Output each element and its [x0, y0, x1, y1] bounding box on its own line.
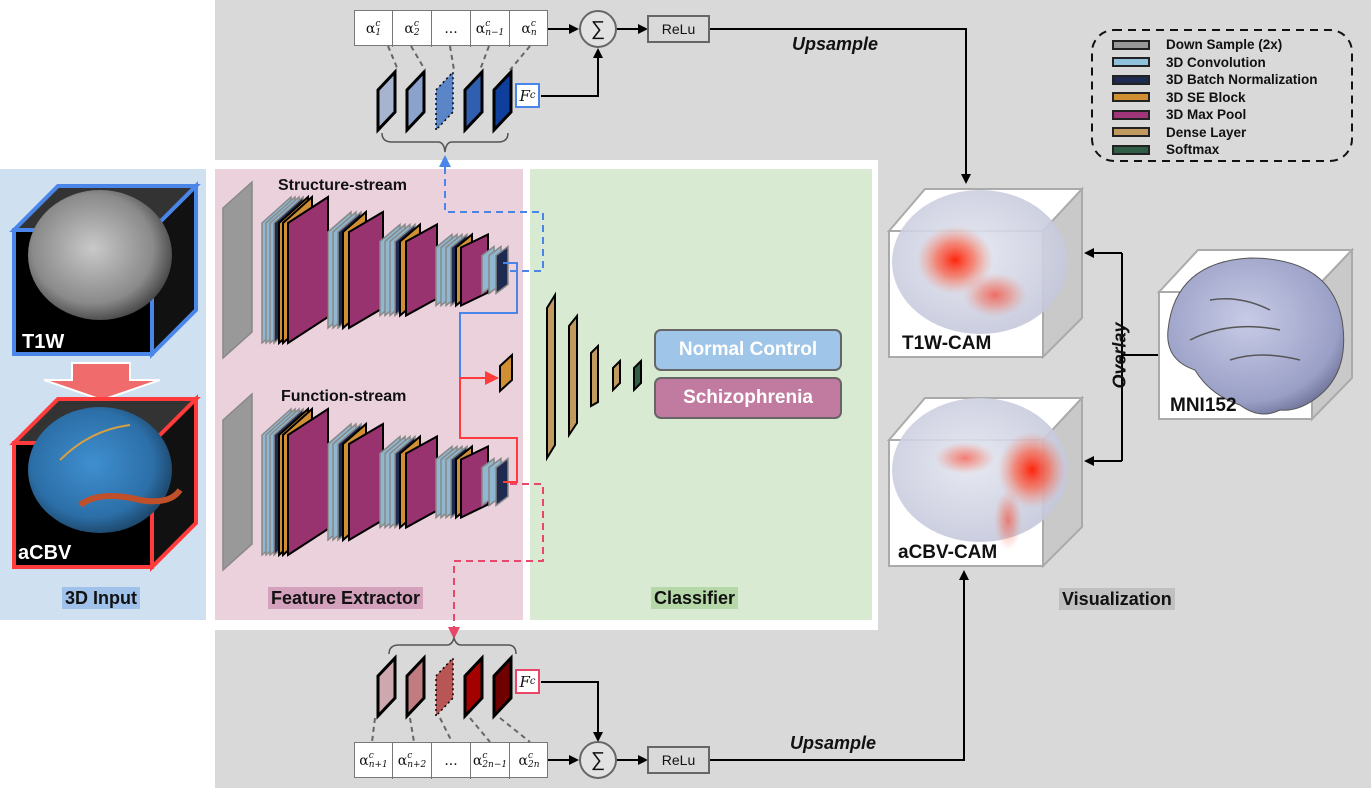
- schizophrenia-output: Schizophrenia: [654, 377, 842, 419]
- structure-stream-layers: [222, 180, 509, 360]
- function-stream-layers: [222, 392, 509, 572]
- mni152-label: MNI152: [1170, 395, 1237, 416]
- acbv-cam-label: aCBV-CAM: [898, 542, 998, 563]
- function-cam-tap: [448, 483, 544, 639]
- classifier-title: Classifier: [651, 587, 739, 609]
- batchnorm-layer: [495, 457, 509, 507]
- mni152-template-cube: [1156, 247, 1355, 422]
- structure-cam-tap: [439, 155, 544, 272]
- batchnorm-swatch-icon: [1112, 74, 1150, 85]
- bottom-upsample-arrow: [710, 570, 969, 761]
- bottom-weight-cell: ...: [432, 743, 471, 779]
- top-upsample-label: Upsample: [792, 34, 879, 54]
- classifier-layers: [546, 291, 642, 462]
- top-feature-to-sum-arrow: [541, 48, 603, 97]
- conv-swatch-icon: [1112, 57, 1150, 68]
- legend-item: Softmax: [1112, 141, 1318, 159]
- top-weight-cell: ...: [432, 11, 471, 47]
- maxpool-layer: [405, 222, 438, 318]
- se-block-swatch-icon: [1112, 92, 1150, 103]
- acbv-input-cube: [9, 394, 201, 572]
- acbv-label: aCBV: [18, 542, 72, 564]
- t1w-brain-image: [28, 190, 172, 320]
- maxpool-layer: [348, 210, 384, 330]
- t1w-label: T1W: [22, 331, 65, 353]
- structure-stream-label: Structure-stream: [278, 177, 407, 194]
- feature-extractor-title: Feature Extractor: [268, 587, 424, 609]
- legend-item: 3D Max Pool: [1112, 106, 1318, 124]
- legend-item: Dense Layer: [1112, 124, 1318, 142]
- dense-swatch-icon: [1112, 127, 1150, 138]
- maxpool-swatch-icon: [1112, 109, 1150, 120]
- batchnorm-layer: [495, 245, 509, 295]
- downsample-layer: [222, 180, 253, 360]
- softmax-layer: [633, 358, 642, 393]
- legend-item: Down Sample (2x): [1112, 36, 1318, 54]
- top-feature-maps: [376, 45, 531, 153]
- function-fusion-line: [459, 371, 518, 483]
- input-panel-title: 3D Input: [62, 587, 140, 609]
- top-sum-node: ∑: [579, 10, 617, 48]
- visualization-title: Visualization: [1059, 588, 1175, 610]
- maxpool-layer: [348, 422, 384, 542]
- function-stream-label: Function-stream: [281, 388, 407, 405]
- downsample-swatch-icon: [1112, 39, 1150, 50]
- legend-item: 3D SE Block: [1112, 89, 1318, 107]
- input-down-arrow: [43, 362, 161, 402]
- t1w-cam-cube: [886, 186, 1085, 360]
- overlay-label: Overlay: [1109, 322, 1130, 389]
- legend-item: 3D Convolution: [1112, 54, 1318, 72]
- dense-layer-2: [568, 313, 578, 439]
- dense-layer-4: [612, 358, 621, 393]
- maxpool-layer: [287, 195, 329, 345]
- legend-item: 3D Batch Normalization: [1112, 71, 1318, 89]
- top-upsample-arrow: [710, 28, 971, 184]
- softmax-swatch-icon: [1112, 144, 1150, 155]
- fusion-se-block: [499, 352, 513, 394]
- normal-control-output: Normal Control: [654, 329, 842, 371]
- acbv-brain-image: [28, 407, 172, 533]
- maxpool-layer: [287, 407, 329, 557]
- legend-border: [1091, 29, 1353, 162]
- legend: Down Sample (2x) 3D Convolution 3D Batch…: [1112, 36, 1318, 159]
- bottom-relu-box: ReLu: [647, 746, 710, 774]
- top-relu-box: ReLu: [647, 15, 710, 43]
- bottom-feature-to-sum-arrow: [541, 681, 603, 742]
- bottom-sum-node: ∑: [579, 741, 617, 779]
- t1w-cam-label: T1W-CAM: [902, 333, 992, 354]
- downsample-layer: [222, 392, 253, 572]
- acbv-cam-cube: [886, 395, 1085, 569]
- maxpool-layer: [405, 434, 438, 530]
- dense-layer-3: [590, 343, 599, 408]
- bottom-upsample-label: Upsample: [790, 733, 877, 753]
- dense-layer-1: [546, 291, 556, 462]
- t1w-input-cube: [9, 181, 201, 359]
- bottom-feature-maps: [371, 635, 531, 743]
